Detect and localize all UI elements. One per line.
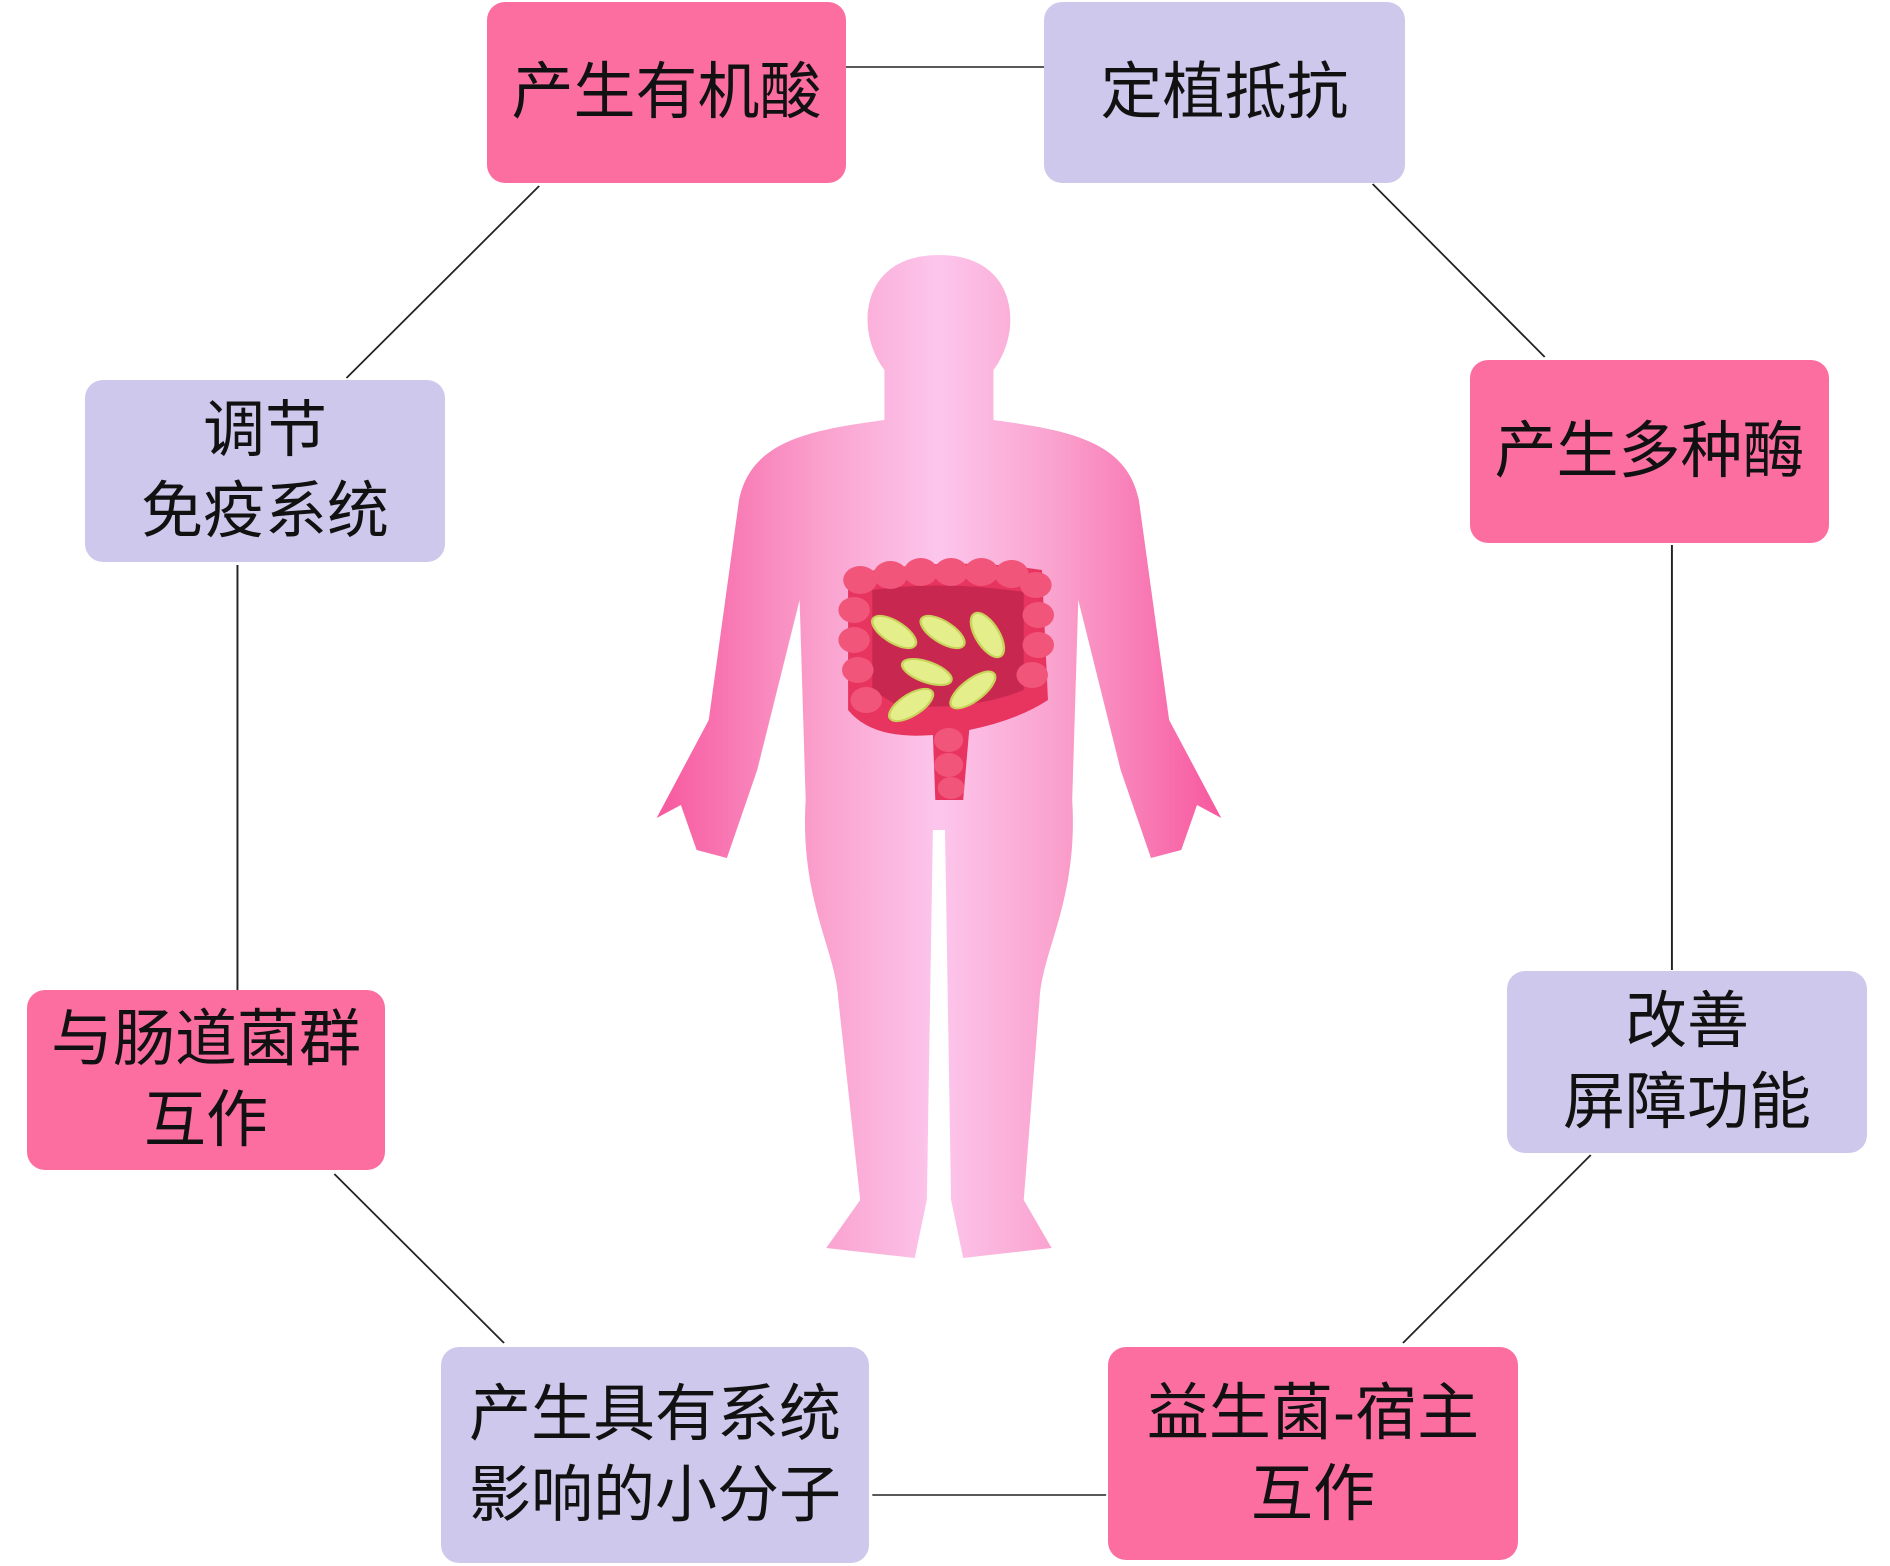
node-small-molecules: 产生具有系统 影响的小分子 — [441, 1347, 869, 1563]
node-label: 产生多种酶 — [1494, 414, 1805, 488]
intestine-icon — [838, 558, 1055, 800]
node-label: 产生有机酸 — [511, 55, 822, 129]
node-gut-microbiota: 与肠道菌群 互作 — [27, 990, 385, 1170]
node-label: 互作 — [1250, 1456, 1375, 1530]
node-label: 产生具有系统 — [468, 1377, 841, 1451]
node-label: 互作 — [143, 1083, 268, 1156]
node-label: 定植抵抗 — [1100, 55, 1349, 129]
node-label: 免疫系统 — [140, 474, 389, 547]
connector-line — [1371, 183, 1546, 358]
bacteria-icon — [871, 611, 1006, 723]
node-label: 屏障功能 — [1562, 1065, 1811, 1138]
node-enzymes: 产生多种酶 — [1470, 360, 1829, 543]
node-label: 益生菌-宿主 — [1146, 1375, 1480, 1449]
node-label: 调节 — [202, 393, 327, 467]
connector-line — [345, 185, 540, 379]
node-label: 与肠道菌群 — [50, 1002, 361, 1076]
node-label: 改善 — [1624, 984, 1749, 1058]
connector-line — [333, 1173, 505, 1344]
connector-line — [1402, 1154, 1592, 1344]
node-probiotic-host: 益生菌-宿主 互作 — [1108, 1347, 1518, 1560]
node-barrier: 改善 屏障功能 — [1507, 971, 1867, 1153]
node-immune: 调节 免疫系统 — [85, 380, 445, 562]
node-colonization-resistance: 定植抵抗 — [1044, 2, 1405, 183]
node-label: 影响的小分子 — [468, 1458, 841, 1531]
node-organic-acids: 产生有机酸 — [487, 2, 846, 183]
connector-lines — [236, 66, 1673, 1496]
